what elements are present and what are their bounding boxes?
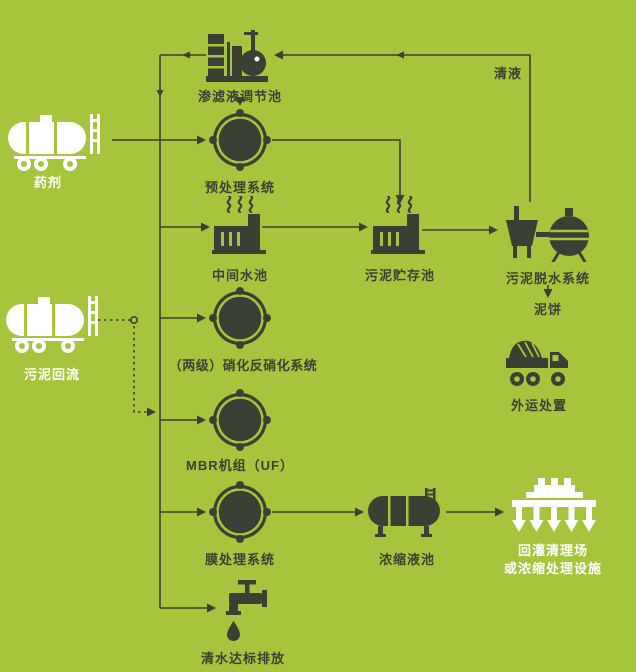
concentrate-pool-label: 浓缩液池 <box>378 552 435 567</box>
sludge-return-tanker-icon <box>6 292 101 354</box>
pretreatment-reactor-icon <box>206 106 274 174</box>
clean-water-label: 清水达标排放 <box>200 651 285 666</box>
dump-truck-icon <box>506 328 576 390</box>
mbr-unit-icon <box>206 386 274 454</box>
membrane-system-icon <box>206 478 274 546</box>
pretreatment-label: 预处理系统 <box>204 180 275 195</box>
clear-liquid-label: 清液 <box>493 66 522 81</box>
nitrification-label: （两级）硝化反硝化系统 <box>168 358 318 373</box>
chemical-tanker-truck-icon <box>8 110 103 172</box>
mud-cake-label: 泥饼 <box>533 302 562 317</box>
concentrate-tank-icon <box>368 488 448 540</box>
intermediate-pool-label: 中间水池 <box>211 268 268 283</box>
reinjection-label-line1: 回灌清理场 <box>517 543 588 558</box>
regulation-pool-tank-farm-icon <box>206 24 268 84</box>
sludge-storage-pool-icon <box>371 194 429 258</box>
nitrification-reactor-icon <box>206 284 274 352</box>
faucet-icon <box>218 580 274 644</box>
intermediate-pool-icon <box>212 194 270 258</box>
disposal-label: 外运处置 <box>510 398 567 413</box>
sludge-dewatering-icon <box>503 204 595 264</box>
regulation-pool-label: 渗滤液调节池 <box>197 89 282 104</box>
sludge-return-label: 污泥回流 <box>23 367 80 382</box>
mbr-unit-label: MBR机组（UF） <box>186 458 294 473</box>
sludge-dewatering-label: 污泥脱水系统 <box>505 271 590 286</box>
sludge-storage-label: 污泥贮存池 <box>364 268 435 283</box>
reinjection-facility-icon <box>510 478 598 536</box>
membrane-system-label: 膜处理系统 <box>204 552 275 567</box>
chemical-agent-label: 药剂 <box>33 175 62 190</box>
reinjection-label-line2: 或浓缩处理设施 <box>503 561 602 576</box>
